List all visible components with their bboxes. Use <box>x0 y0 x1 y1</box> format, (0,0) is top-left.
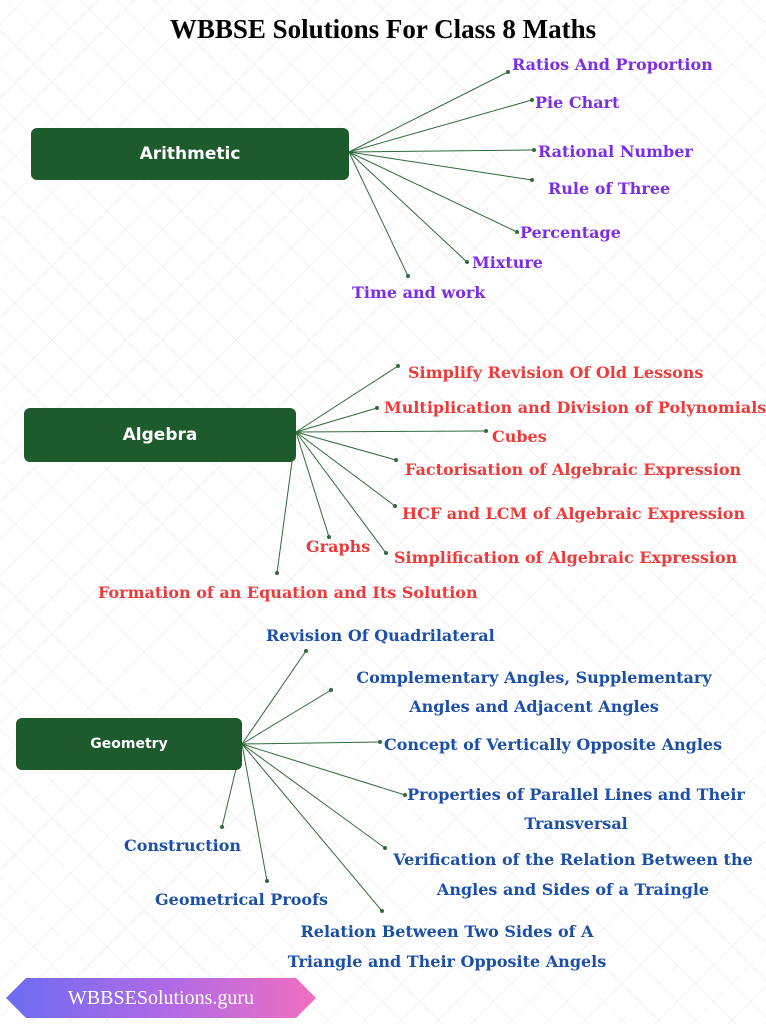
node-geometry-label: Geometry <box>90 736 168 752</box>
connector-end-dot <box>403 793 407 797</box>
geometry-item: Revision Of Quadrilateral <box>266 626 495 645</box>
connector-end-dot <box>265 879 269 883</box>
connector-line <box>241 743 406 796</box>
geometry-item: Complementary Angles, Supplementary <box>356 668 712 687</box>
geometry-item: Transversal <box>524 814 628 833</box>
connector-end-dot <box>406 274 410 278</box>
node-algebra-label: Algebra <box>122 425 198 445</box>
connector-end-dot <box>515 230 519 234</box>
connector-end-dot <box>304 649 308 653</box>
connector-end-dot <box>396 364 400 368</box>
arithmetic-item: Rational Number <box>538 142 693 161</box>
connector-end-dot <box>220 825 224 829</box>
arithmetic-item: Rule of Three <box>548 179 671 198</box>
node-algebra: Algebra <box>24 408 296 462</box>
node-geometry: Geometry <box>16 718 242 770</box>
connector-line <box>348 149 535 153</box>
algebra-item: Simplification of Algebraic Expression <box>394 548 738 567</box>
geometry-item: Triangle and Their Opposite Angels <box>287 952 607 971</box>
connector-line <box>348 71 509 153</box>
connector-line <box>241 650 307 745</box>
connector-line <box>241 743 386 849</box>
connector-line <box>295 431 387 554</box>
geometry-item: Relation Between Two Sides of A <box>300 922 594 941</box>
connector-end-dot <box>393 504 397 508</box>
geometry-item: Construction <box>124 836 242 855</box>
algebra-item: Factorisation of Algebraic Expression <box>405 460 742 479</box>
algebra-item: Multiplication and Division of Polynomia… <box>384 398 766 417</box>
algebra-item: Simplify Revision Of Old Lessons <box>408 363 704 382</box>
connector-line <box>295 407 378 433</box>
connector-end-dot <box>532 148 536 152</box>
connector-line <box>348 151 468 263</box>
connector-end-dot <box>275 571 279 575</box>
connector-end-dot <box>384 551 388 555</box>
arithmetic-item: Mixture <box>472 253 543 272</box>
page-title: WBBSE Solutions For Class 8 Maths <box>169 14 597 44</box>
algebra-item: Graphs <box>306 537 371 556</box>
geometry-item: Concept of Vertically Opposite Angles <box>384 735 723 754</box>
connector-end-dot <box>394 458 398 462</box>
arithmetic-item: Time and work <box>352 283 486 302</box>
node-arithmetic-label: Arithmetic <box>139 144 241 164</box>
connector-end-dot <box>383 846 387 850</box>
footer-banner[interactable]: WBBSESolutions.guru <box>6 978 316 1018</box>
arithmetic-item: Pie Chart <box>535 93 620 112</box>
connector-line <box>348 151 409 277</box>
connector-line <box>295 430 487 433</box>
connector-line <box>241 743 268 882</box>
connector-line <box>241 743 383 912</box>
connector-end-dot <box>506 70 510 74</box>
connector-line <box>241 689 332 745</box>
connector-line <box>295 431 396 507</box>
connector-end-dot <box>380 909 384 913</box>
arithmetic-item: Percentage <box>520 223 621 242</box>
connector-line <box>348 99 533 153</box>
connector-end-dot <box>530 178 534 182</box>
connector-end-dot <box>484 429 488 433</box>
geometry-item: Angles and Sides of a Traingle <box>436 880 710 899</box>
connector-line <box>348 151 518 233</box>
algebra-item: HCF and LCM of Algebraic Expression <box>402 504 746 523</box>
node-arithmetic: Arithmetic <box>31 128 349 180</box>
connector-line <box>295 431 397 461</box>
geometry-item: Verification of the Relation Between the <box>393 850 753 869</box>
connector-end-dot <box>375 406 379 410</box>
connector-end-dot <box>378 740 382 744</box>
algebra-item: Cubes <box>492 427 547 446</box>
geometry-item: Properties of Parallel Lines and Their <box>407 785 745 804</box>
connector-line <box>241 741 381 745</box>
connector-line <box>295 431 330 538</box>
connector-line <box>295 365 399 433</box>
connector-line <box>348 151 533 181</box>
connector-end-dot <box>329 688 333 692</box>
connector-end-dot <box>327 535 331 539</box>
algebra-item: Formation of an Equation and Its Solutio… <box>98 583 478 602</box>
geometry-item: Angles and Adjacent Angles <box>409 697 659 716</box>
connector-end-dot <box>530 98 534 102</box>
connector-end-dot <box>465 260 469 264</box>
footer-site-name: WBBSESolutions.guru <box>67 986 255 1009</box>
arithmetic-item: Ratios And Proportion <box>512 55 713 74</box>
geometry-item: Geometrical Proofs <box>155 890 328 909</box>
